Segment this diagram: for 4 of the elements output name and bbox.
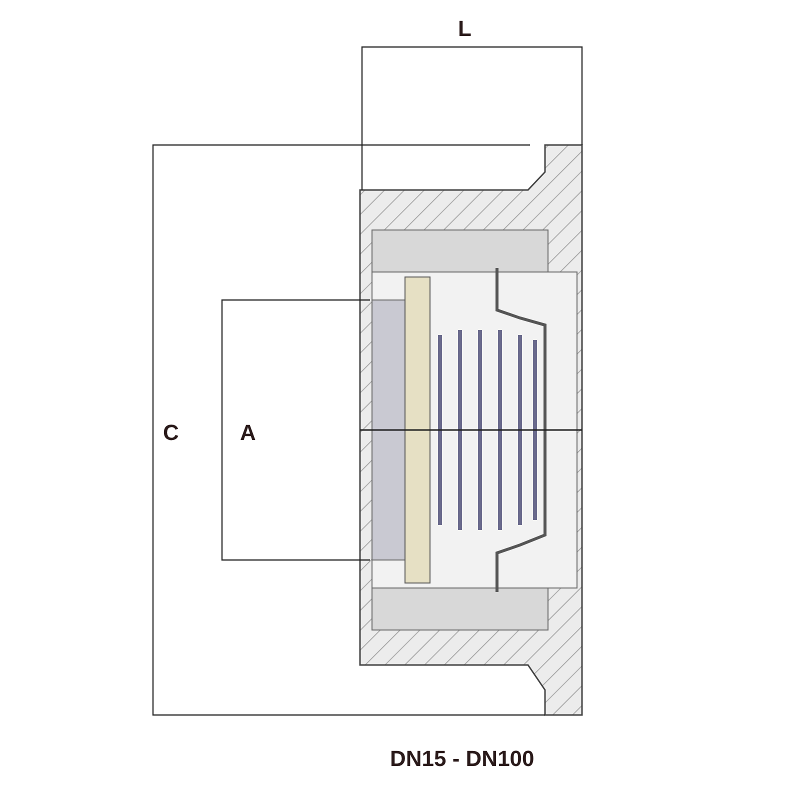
dimension-label: A <box>240 420 256 446</box>
dimension-label: C <box>163 420 179 446</box>
caption: DN15 - DN100 <box>390 746 534 772</box>
dimension-label: L <box>458 16 472 42</box>
